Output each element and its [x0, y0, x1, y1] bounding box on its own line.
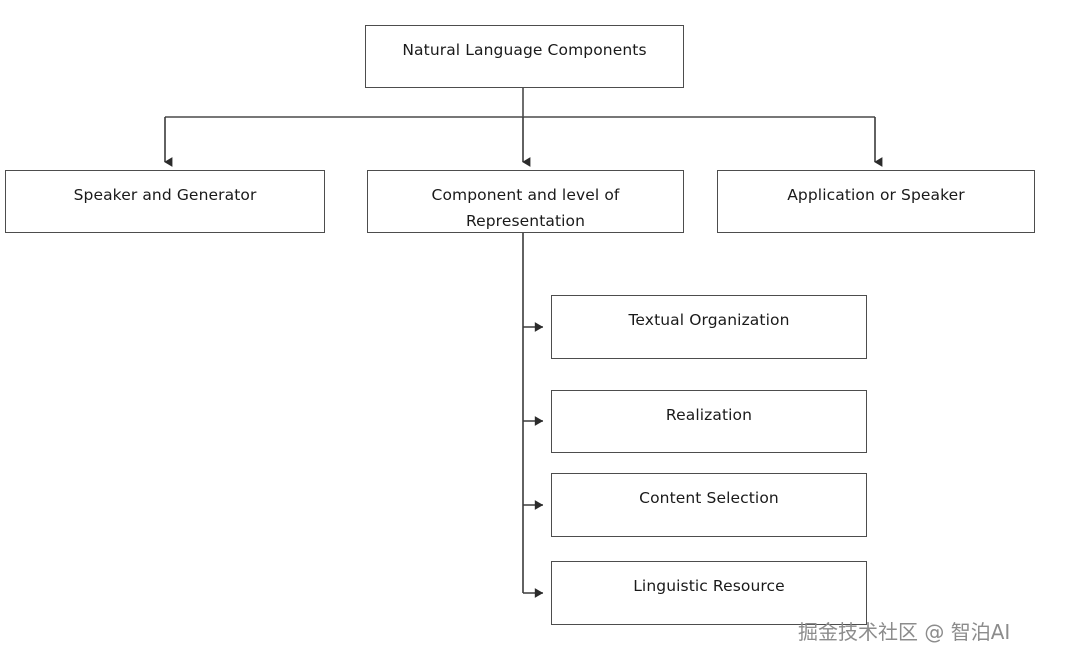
node-label: Application or Speaker	[787, 186, 965, 204]
node-textual-organization[interactable]: Textual Organization	[551, 295, 867, 359]
node-label: Speaker and Generator	[73, 186, 257, 204]
node-label: Textual Organization	[628, 311, 790, 329]
node-content-selection[interactable]: Content Selection	[551, 473, 867, 537]
node-natural-language-components[interactable]: Natural Language Components	[365, 25, 684, 88]
node-component-and-level-of-representation[interactable]: Component and level of Representation	[367, 170, 684, 233]
node-realization[interactable]: Realization	[551, 390, 867, 453]
node-label: Linguistic Resource	[633, 577, 785, 595]
node-label-line2: Representation	[465, 212, 586, 231]
node-application-or-speaker[interactable]: Application or Speaker	[717, 170, 1035, 233]
node-label: Natural Language Components	[402, 41, 647, 59]
node-label: Content Selection	[639, 489, 779, 507]
watermark: 掘金技术社区 @ 智泊AI	[798, 620, 1011, 644]
node-label-line1: Component and level of	[431, 186, 620, 204]
node-speaker-and-generator[interactable]: Speaker and Generator	[5, 170, 325, 233]
node-label: Realization	[665, 406, 753, 424]
node-linguistic-resource[interactable]: Linguistic Resource	[551, 561, 867, 625]
